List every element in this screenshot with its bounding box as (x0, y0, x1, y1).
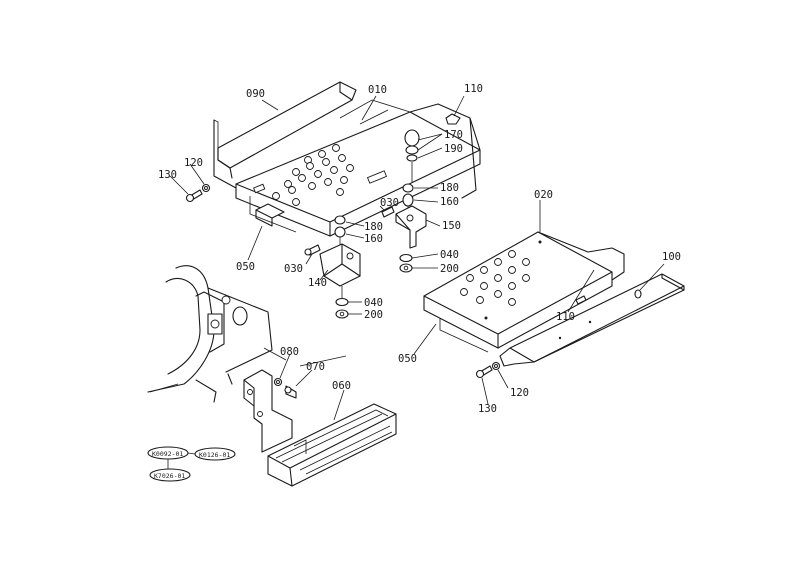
label-180-center: 180 (364, 221, 383, 233)
bracket-140 (304, 243, 361, 287)
tractor-body (147, 265, 347, 403)
bolt-070-washer-080 (273, 377, 297, 399)
label-150: 150 (442, 220, 461, 232)
label-090: 090 (246, 88, 265, 100)
bolt-130-lower (475, 361, 501, 379)
bolt-110-top (445, 113, 461, 125)
label-050-lower: 050 (398, 353, 417, 365)
label-010: 010 (368, 84, 387, 96)
damper-170-190 (404, 129, 420, 182)
label-180-right: 180 (440, 182, 459, 194)
damper-180-160-center (334, 215, 346, 252)
reference-callouts: K0092-01 K0126-01 K7026-01 (147, 446, 236, 482)
label-080: 080 (280, 346, 299, 358)
nut-040-200-center (335, 286, 349, 319)
part-labels: 090 010 110 170 190 120 130 180 160 030 … (158, 83, 681, 415)
bracket-050-upper (255, 203, 285, 227)
nut-040-200-right (399, 253, 413, 273)
label-060: 060 (332, 380, 351, 392)
bolt-110-right (575, 295, 587, 305)
bracket-100 (499, 273, 685, 367)
label-200-right: 200 (440, 263, 459, 275)
label-130-upper: 130 (158, 169, 177, 181)
bracket-150 (381, 205, 427, 249)
plate-010-holes (272, 144, 354, 206)
label-170: 170 (444, 129, 463, 141)
label-020: 020 (534, 189, 553, 201)
bracket-090 (213, 81, 357, 189)
label-070: 070 (306, 361, 325, 373)
label-120-lower: 120 (510, 387, 529, 399)
step-060 (243, 369, 397, 487)
plate-020-holes (460, 250, 530, 306)
ref-k0126: K0126-01 (199, 451, 230, 459)
leader-lines (169, 95, 665, 421)
label-040-center: 040 (364, 297, 383, 309)
label-100: 100 (662, 251, 681, 263)
label-120-upper: 120 (184, 157, 203, 169)
label-110-top: 110 (464, 83, 483, 95)
label-190: 190 (444, 143, 463, 155)
label-200-center: 200 (364, 309, 383, 321)
label-160-right: 160 (440, 196, 459, 208)
ref-k7026: K7026-01 (154, 472, 185, 480)
label-030-right: 030 (380, 197, 399, 209)
ref-k0092: K0092-01 (152, 450, 183, 458)
label-160-center: 160 (364, 233, 383, 245)
bolt-130-upper (185, 183, 211, 203)
damper-180-160-right (402, 183, 414, 222)
label-030-center: 030 (284, 263, 303, 275)
label-050-upper: 050 (236, 261, 255, 273)
label-040-right: 040 (440, 249, 459, 261)
step-plate-020 (423, 231, 625, 353)
label-110-right: 110 (556, 311, 575, 323)
label-140: 140 (308, 277, 327, 289)
label-130-lower: 130 (478, 403, 497, 415)
